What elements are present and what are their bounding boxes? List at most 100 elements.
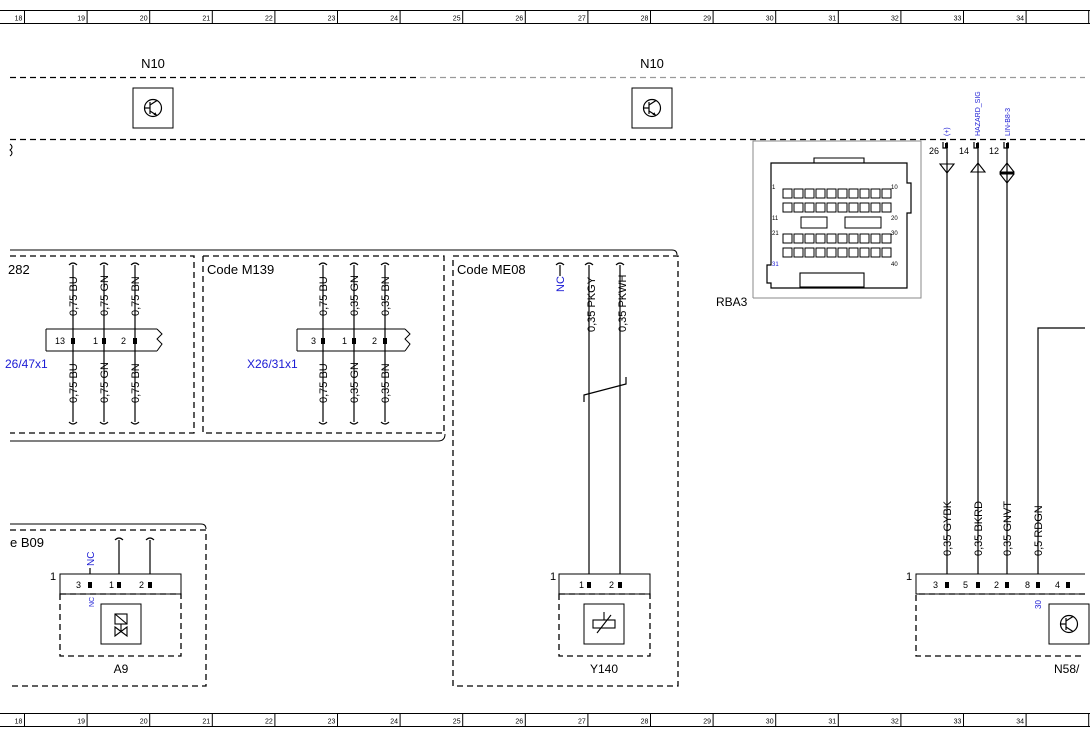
wire-label: 0,35 GN: [349, 362, 361, 403]
pin-number: 2: [994, 580, 999, 590]
block-pin-label: 1: [50, 571, 56, 583]
rba3-pin-11: 11: [772, 216, 779, 222]
connector-cell: [815, 202, 826, 213]
connector-label: 26/47x1: [5, 357, 48, 371]
wire-label: 0,75 BU: [318, 363, 330, 403]
ruler-number: 30: [766, 719, 774, 726]
pin-number: 8: [1025, 580, 1030, 590]
pin-signal-plus: (+): [944, 127, 951, 136]
connector-cell: [804, 233, 815, 244]
ruler-number: 22: [265, 16, 273, 23]
connector-cell: [782, 202, 793, 213]
ruler-number: 23: [328, 719, 336, 726]
connector-cell: [848, 247, 859, 258]
pin-number: 2: [372, 336, 377, 346]
rba3-pin-30: 30: [891, 231, 898, 237]
connector-cell: [848, 188, 859, 199]
ruler-number: 19: [77, 719, 85, 726]
n58-label: N58/: [1054, 662, 1080, 676]
connector-cell: [826, 188, 837, 199]
ruler-number: 24: [390, 16, 398, 23]
ruler-number: 24: [390, 719, 398, 726]
code-block-me08-label: Code ME08: [457, 262, 526, 277]
rba3-pin-21: 21: [772, 231, 779, 237]
connector-cell: [848, 202, 859, 213]
connector-cell: [870, 188, 881, 199]
ruler-number: 31: [828, 719, 836, 726]
wire-label: 0,35 PKWH: [617, 274, 629, 332]
connector-cell: [782, 247, 793, 258]
connector-cell: [793, 202, 804, 213]
connector-cell: [815, 188, 826, 199]
wire-label: 0,75 GN: [99, 275, 111, 316]
pin-number: 4: [1055, 580, 1060, 590]
rba3-pin-31: 31: [772, 262, 779, 268]
ruler-number: 22: [265, 719, 273, 726]
connector-cell: [859, 247, 870, 258]
code-block-me08-frame: [452, 255, 679, 687]
ruler-number: 23: [328, 16, 336, 23]
pin-number: 2: [139, 580, 144, 590]
wire-label: 0,35 BKRD: [973, 501, 985, 556]
ruler-number: 32: [891, 719, 899, 726]
wire-label: 0,35 BN: [380, 363, 392, 403]
valve-icon: [100, 603, 142, 645]
pin-number: 1: [579, 580, 584, 590]
ruler-number: 21: [202, 16, 210, 23]
ruler-number: 34: [1016, 16, 1024, 23]
code-block-b09-frame: [10, 529, 207, 687]
ruler-number: 27: [578, 719, 586, 726]
connector-cell: [837, 202, 848, 213]
ruler-number: 28: [641, 719, 649, 726]
connector-cell: [804, 202, 815, 213]
transistor-icon: [132, 87, 174, 129]
connector-cell: [859, 233, 870, 244]
connector-cell: [826, 202, 837, 213]
rba3-pin-1: 1: [772, 185, 776, 191]
connector-cell: [870, 202, 881, 213]
pin-note: 30: [1034, 600, 1043, 609]
rba3-pin-group: 26 14 12 (+) HAZARD_SIG LIN-B8-3: [929, 91, 1016, 578]
pin-number: 2: [609, 580, 614, 590]
connector-cell: [881, 202, 892, 213]
ruler-number: 20: [140, 719, 148, 726]
break-mark: [9, 143, 13, 157]
ruler-number: 33: [954, 16, 962, 23]
ruler-number: 32: [891, 16, 899, 23]
connector-m139: [296, 328, 411, 352]
connector-cell: [793, 233, 804, 244]
connector-cell: [881, 233, 892, 244]
ruler-number: 25: [453, 719, 461, 726]
ruler-number: 18: [15, 16, 23, 23]
ruler-number: 26: [515, 719, 523, 726]
ruler-number: 31: [828, 16, 836, 23]
ruler-number: 30: [766, 16, 774, 23]
connector-cell: [782, 233, 793, 244]
connector-cell: [815, 233, 826, 244]
code-block-left-frame: [10, 255, 195, 434]
frame-edge: [10, 433, 446, 442]
pin-signal-lin: LIN-B8-3: [1005, 108, 1012, 136]
pin-number: 1: [93, 336, 98, 346]
ruler-number: 25: [453, 16, 461, 23]
wire-label: 0,35 GYBK: [942, 500, 954, 556]
connector-cell: [837, 188, 848, 199]
code-block-b09-label: e B09: [10, 535, 44, 550]
n58-component: 1 3 5 2 8 4 30 N58/: [906, 571, 1090, 676]
connector-cell: [815, 247, 826, 258]
connector-cell: [859, 202, 870, 213]
pin-number-12: 12: [989, 146, 999, 156]
connector-cell: [793, 188, 804, 199]
connector-cell: [870, 247, 881, 258]
pin-number: 5: [963, 580, 968, 590]
pin-number: 1: [342, 336, 347, 346]
wire-label: 0,75 GN: [99, 362, 111, 403]
ruler-number: 26: [515, 16, 523, 23]
ruler-number: 29: [703, 719, 711, 726]
code-block-m139-frame: [202, 255, 445, 434]
pin-number: 3: [76, 580, 81, 590]
y140-label: Y140: [590, 662, 618, 676]
code-block-left-label: 282: [8, 262, 30, 277]
connector-cell: [870, 233, 881, 244]
